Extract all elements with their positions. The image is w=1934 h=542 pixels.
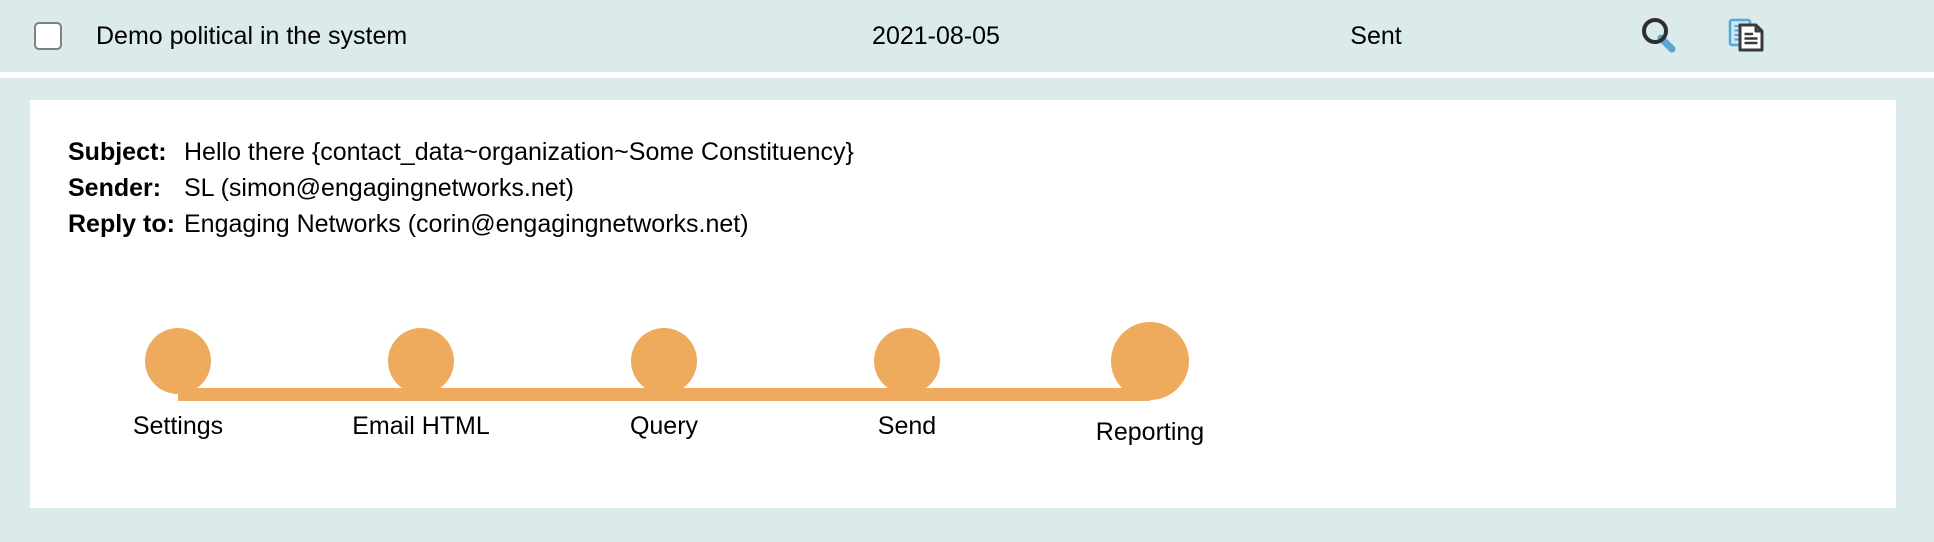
step-dot-reporting[interactable] xyxy=(1111,322,1189,400)
campaign-stepper: Settings Email HTML Query Send Reporting xyxy=(92,322,1222,472)
stepper-step-email-html[interactable]: Email HTML xyxy=(341,322,501,441)
row-select-checkbox[interactable] xyxy=(34,22,62,50)
campaign-status: Sent xyxy=(1350,21,1402,50)
search-icon-button[interactable] xyxy=(1636,14,1680,58)
copy-icon-button[interactable] xyxy=(1724,14,1768,58)
copy-icon xyxy=(1726,15,1766,58)
step-label-email-html: Email HTML xyxy=(352,412,490,440)
step-label-reporting: Reporting xyxy=(1095,418,1205,446)
meta-value-sender: SL (simon@engagingnetworks.net) xyxy=(184,174,574,202)
campaign-name[interactable]: Demo political in the system xyxy=(96,21,408,50)
step-dot-send[interactable] xyxy=(874,328,940,394)
stepper-step-send[interactable]: Send xyxy=(827,322,987,441)
meta-value-reply-to: Engaging Networks (corin@engagingnetwork… xyxy=(184,210,749,238)
campaign-list-row[interactable]: Demo political in the system 2021-08-05 … xyxy=(0,0,1934,72)
search-icon xyxy=(1638,15,1678,58)
meta-row-sender: Sender: SL (simon@engagingnetworks.net) xyxy=(68,174,854,210)
stepper-step-reporting[interactable]: Reporting xyxy=(1070,322,1230,447)
step-label-send: Send xyxy=(877,412,937,440)
meta-row-reply-to: Reply to: Engaging Networks (corin@engag… xyxy=(68,210,854,246)
step-label-query: Query xyxy=(629,412,699,440)
step-dot-settings[interactable] xyxy=(145,328,211,394)
row-select-cell xyxy=(0,22,96,50)
campaign-detail-card: Subject: Hello there {contact_data~organ… xyxy=(30,100,1896,508)
meta-label-subject: Subject: xyxy=(68,138,167,166)
stepper-step-query[interactable]: Query xyxy=(584,322,744,441)
step-dot-email-html[interactable] xyxy=(388,328,454,394)
meta-value-subject: Hello there {contact_data~organization~S… xyxy=(184,138,854,166)
step-dot-query[interactable] xyxy=(631,328,697,394)
meta-label-reply-to: Reply to: xyxy=(68,210,175,238)
meta-label-sender: Sender: xyxy=(68,174,162,202)
row-actions xyxy=(1616,14,1934,58)
campaign-meta-list: Subject: Hello there {contact_data~organ… xyxy=(68,138,854,246)
step-label-settings: Settings xyxy=(132,412,224,440)
row-divider xyxy=(0,72,1934,78)
campaign-date: 2021-08-05 xyxy=(872,21,1000,50)
stepper-step-settings[interactable]: Settings xyxy=(98,322,258,441)
meta-row-subject: Subject: Hello there {contact_data~organ… xyxy=(68,138,854,174)
